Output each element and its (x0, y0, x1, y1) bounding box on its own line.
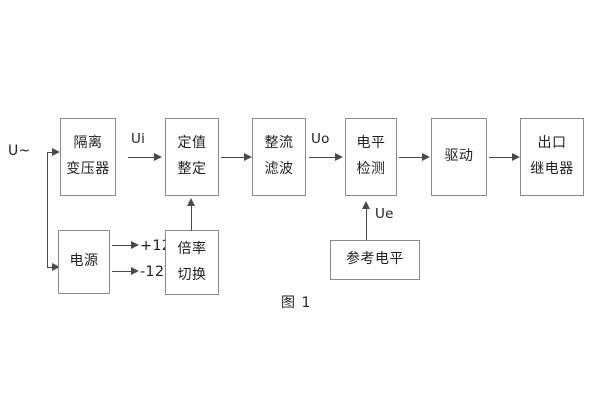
block-rectify-filter-line1: 整流 (264, 135, 294, 152)
block-reference-level-line1: 参考电平 (346, 251, 404, 268)
rectify-to-level-wire (309, 157, 337, 159)
block-setting-value-line2: 整定 (177, 161, 207, 177)
isolation-to-setting-arrow-icon (154, 153, 162, 161)
figure-caption: 图 1 (281, 295, 312, 311)
block-power-supply-line1: 电源 (69, 253, 99, 270)
level-to-driver-arrow-icon (422, 153, 430, 161)
block-multiplier-switch[interactable]: 倍率 切换 (165, 230, 219, 295)
power-positive-rail-wire (112, 245, 134, 247)
block-setting-value-line1: 定值 (177, 135, 207, 152)
block-reference-level[interactable]: 参考电平 (330, 240, 420, 280)
block-power-supply[interactable]: 电源 (58, 230, 110, 294)
signal-label-ue: Ue (375, 206, 394, 222)
input-bus-vertical-wire (47, 152, 49, 268)
setting-to-rectify-wire (221, 157, 247, 159)
block-level-detect-line1: 电平 (356, 135, 386, 152)
block-rectify-filter-line2: 滤波 (264, 161, 294, 177)
multiplier-to-setting-arrow-icon (187, 198, 195, 206)
signal-label-uo: Uo (311, 131, 330, 147)
multiplier-to-setting-wire (191, 205, 193, 231)
input-bus-bottom-wire (47, 267, 56, 269)
input-bus-top-wire (47, 152, 56, 154)
level-to-driver-wire (399, 157, 425, 159)
block-multiplier-switch-line1: 倍率 (177, 240, 207, 257)
block-output-relay-line1: 出口 (537, 135, 567, 152)
block-output-relay-line2: 继电器 (530, 161, 574, 177)
reference-to-level-arrow-icon (362, 201, 370, 209)
rectify-to-level-arrow-icon (335, 153, 343, 161)
block-isolation-transformer-line2: 变压器 (66, 161, 110, 177)
driver-to-relay-arrow-icon (512, 153, 520, 161)
block-rectify-filter[interactable]: 整流 滤波 (252, 118, 306, 196)
signal-label-ui: Ui (131, 131, 146, 147)
input-to-power-arrow-icon (52, 263, 60, 271)
input-voltage-label: U~ (8, 143, 31, 159)
isolation-to-setting-wire (128, 157, 156, 159)
block-multiplier-switch-line2: 切换 (177, 266, 207, 283)
reference-to-level-wire (366, 208, 368, 240)
driver-to-relay-wire (489, 157, 515, 159)
input-to-isolation-arrow-icon (52, 148, 60, 156)
block-driver-line1: 驱动 (444, 148, 474, 165)
block-isolation-transformer[interactable]: 隔离 变压器 (60, 118, 116, 196)
block-output-relay[interactable]: 出口 继电器 (520, 118, 584, 196)
block-setting-value[interactable]: 定值 整定 (165, 118, 219, 196)
power-negative-rail-arrow-icon (131, 267, 139, 275)
block-level-detect-line2: 检测 (356, 161, 386, 177)
block-driver[interactable]: 驱动 (431, 118, 487, 196)
power-positive-rail-arrow-icon (131, 241, 139, 249)
setting-to-rectify-arrow-icon (244, 153, 252, 161)
block-isolation-transformer-line1: 隔离 (73, 135, 103, 152)
power-negative-rail-wire (112, 271, 134, 273)
block-level-detect[interactable]: 电平 检测 (345, 118, 397, 196)
